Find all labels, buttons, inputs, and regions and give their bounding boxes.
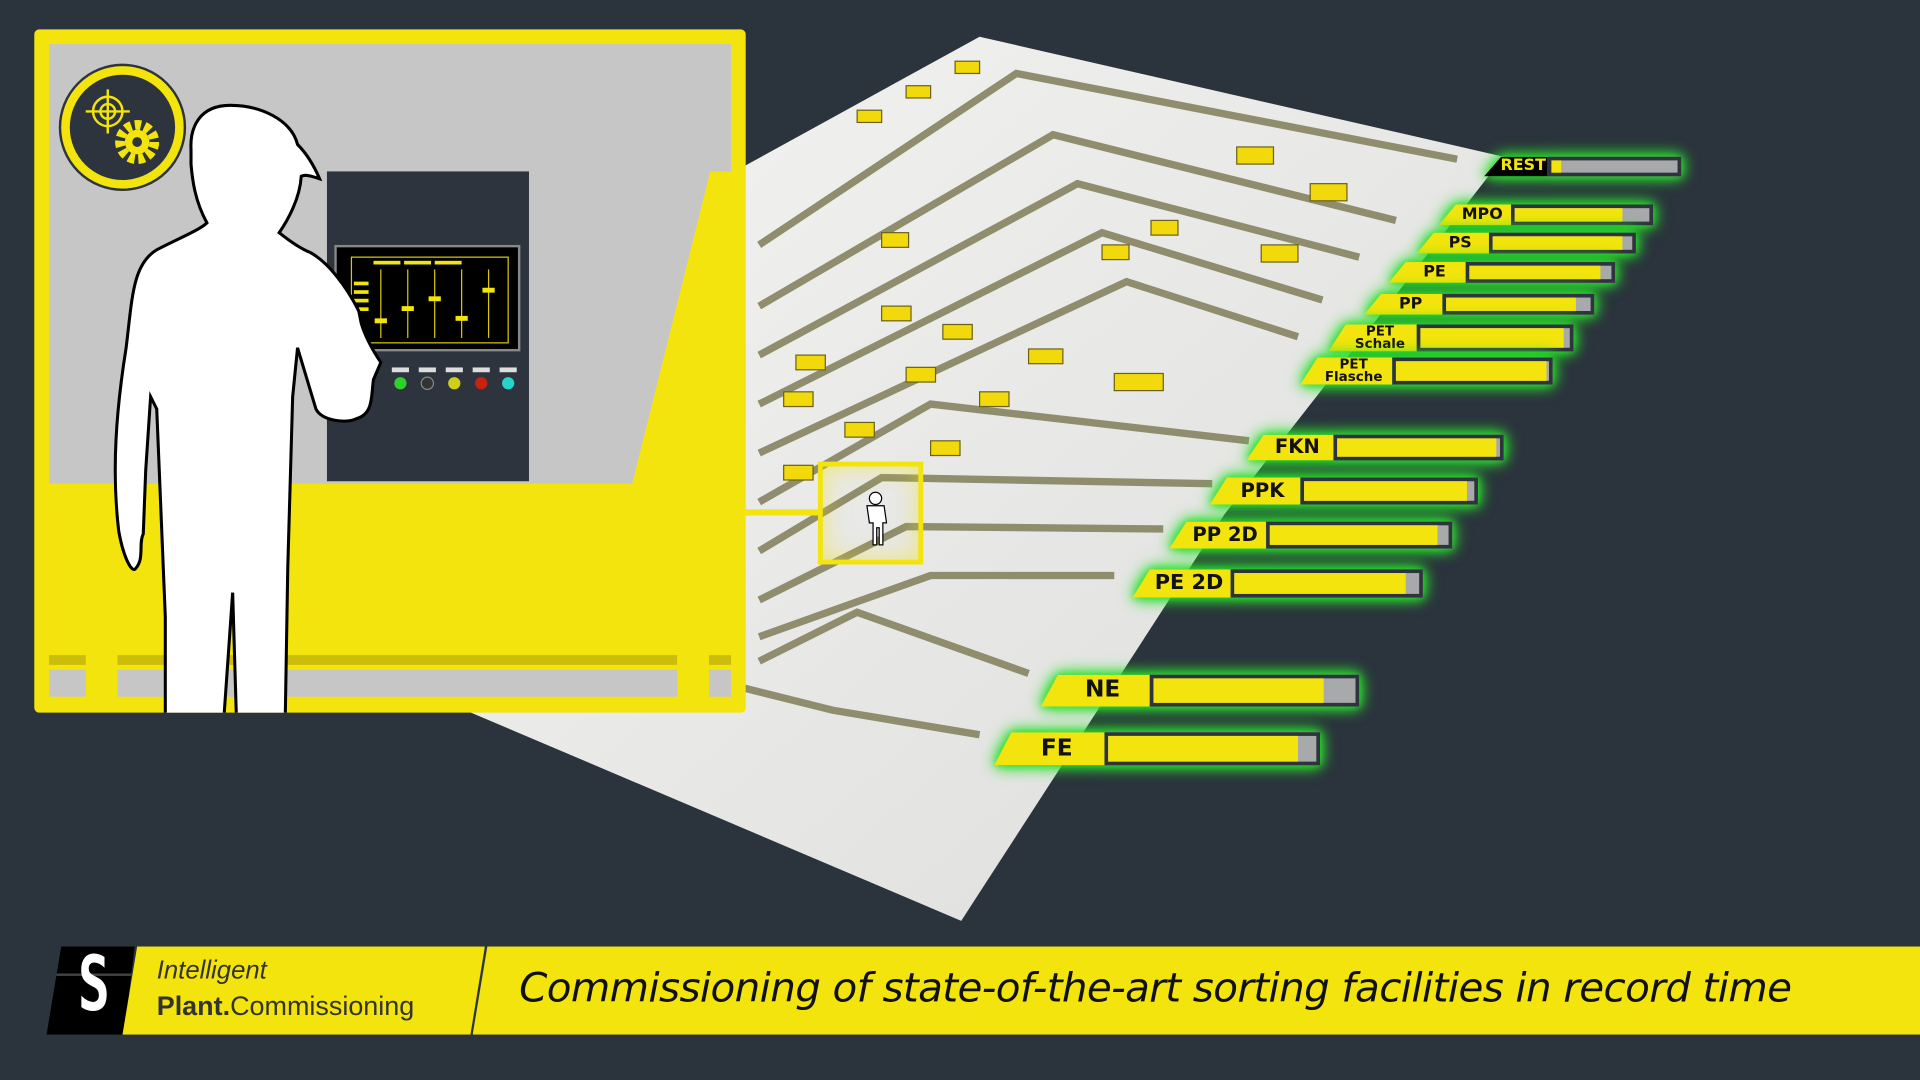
worker-mini-icon — [866, 491, 888, 546]
bin-fill-level — [1304, 481, 1468, 501]
sorting-machines — [783, 60, 1348, 481]
bin-fkn[interactable]: FKN — [1246, 434, 1504, 461]
bin-mpo[interactable]: MPO — [1438, 204, 1654, 226]
bin-pp[interactable]: PP — [1364, 293, 1595, 315]
rail-post — [85, 647, 118, 703]
bin-fill-bar — [1465, 262, 1616, 283]
bin-fill-bar — [1333, 434, 1504, 461]
headline-block: Commissioning of state-of-the-art sortin… — [472, 946, 1920, 1035]
bin-pe[interactable]: PE — [1388, 262, 1616, 283]
worker-silhouette-icon — [113, 103, 383, 713]
bin-fill-bar — [1547, 156, 1682, 177]
bin-label-line: PET — [1339, 356, 1368, 373]
bin-label: PE 2D — [1132, 569, 1231, 598]
bin-label: PP 2D — [1169, 521, 1267, 549]
bin-label: PS — [1416, 232, 1489, 254]
bin-fill-bar — [1149, 674, 1360, 707]
bin-fill-bar — [1104, 732, 1321, 766]
bin-fill-level — [1337, 438, 1497, 457]
bin-label: PE — [1388, 262, 1466, 283]
target-gear-icon — [58, 63, 187, 192]
bin-ppk[interactable]: PPK — [1209, 477, 1478, 505]
slider-display — [350, 256, 509, 344]
bin-label-line: Flasche — [1324, 368, 1383, 385]
bin-fill-bar — [1300, 477, 1478, 505]
conveyor-network — [733, 69, 1458, 739]
rail-post — [677, 647, 709, 703]
bin-fill-bar — [1266, 521, 1453, 549]
brand-line2: Plant.Commissioning — [157, 991, 415, 1023]
bin-pp-2d[interactable]: PP 2D — [1169, 521, 1453, 549]
brand-block: Intelligent Plant.Commissioning — [122, 946, 485, 1035]
bin-rest[interactable]: REST — [1484, 156, 1682, 177]
control-cabinet — [326, 171, 529, 482]
connector-line — [745, 509, 820, 516]
logo-divider — [46, 973, 133, 976]
logo-letter: S — [77, 939, 110, 1029]
brand-bold: Plant. — [156, 990, 231, 1022]
bin-label-line: Schale — [1354, 335, 1406, 352]
bin-label-line: PET — [1365, 323, 1395, 340]
brand-line1: Intelligent — [156, 956, 267, 985]
bin-fill-level — [1269, 525, 1438, 545]
bin-fill-level — [1108, 735, 1298, 762]
commissioning-panel — [34, 29, 746, 713]
bin-fill-level — [1492, 236, 1623, 250]
bin-fill-level — [1395, 361, 1546, 381]
bin-label: FKN — [1246, 434, 1334, 461]
brand-rest: Commissioning — [230, 990, 415, 1022]
bin-fill-level — [1446, 297, 1577, 312]
bin-fill-level — [1469, 265, 1601, 280]
bin-pe-2d[interactable]: PE 2D — [1132, 569, 1423, 598]
bin-fill-bar — [1230, 569, 1423, 598]
bin-label: PPK — [1209, 477, 1301, 505]
control-buttons[interactable] — [388, 367, 529, 404]
bin-fill-level — [1514, 208, 1623, 222]
bin-fill-level — [1420, 328, 1564, 348]
bin-fe[interactable]: FE — [994, 732, 1321, 766]
floor-rail — [48, 655, 732, 665]
company-logo: S — [46, 946, 135, 1035]
bin-ps[interactable]: PS — [1416, 232, 1636, 254]
bin-ne[interactable]: NE — [1040, 674, 1360, 707]
bin-fill-level — [1551, 160, 1562, 173]
bin-label: MPO — [1438, 204, 1512, 226]
bin-label: FE — [994, 732, 1105, 766]
bin-fill-bar — [1392, 357, 1553, 385]
floor-strip — [48, 669, 732, 697]
bin-fill-bar — [1511, 204, 1654, 226]
bin-fill-bar — [1488, 232, 1636, 254]
bin-label: PP — [1364, 293, 1443, 315]
bin-fill-bar — [1442, 293, 1595, 315]
operator-location-highlight[interactable] — [817, 461, 924, 565]
bin-label: NE — [1040, 674, 1150, 707]
bin-label: REST — [1484, 156, 1548, 177]
headline: Commissioning of state-of-the-art sortin… — [519, 963, 1792, 1012]
bin-fill-level — [1153, 678, 1324, 703]
bin-fill-level — [1234, 573, 1407, 594]
bin-fill-bar — [1416, 324, 1574, 352]
